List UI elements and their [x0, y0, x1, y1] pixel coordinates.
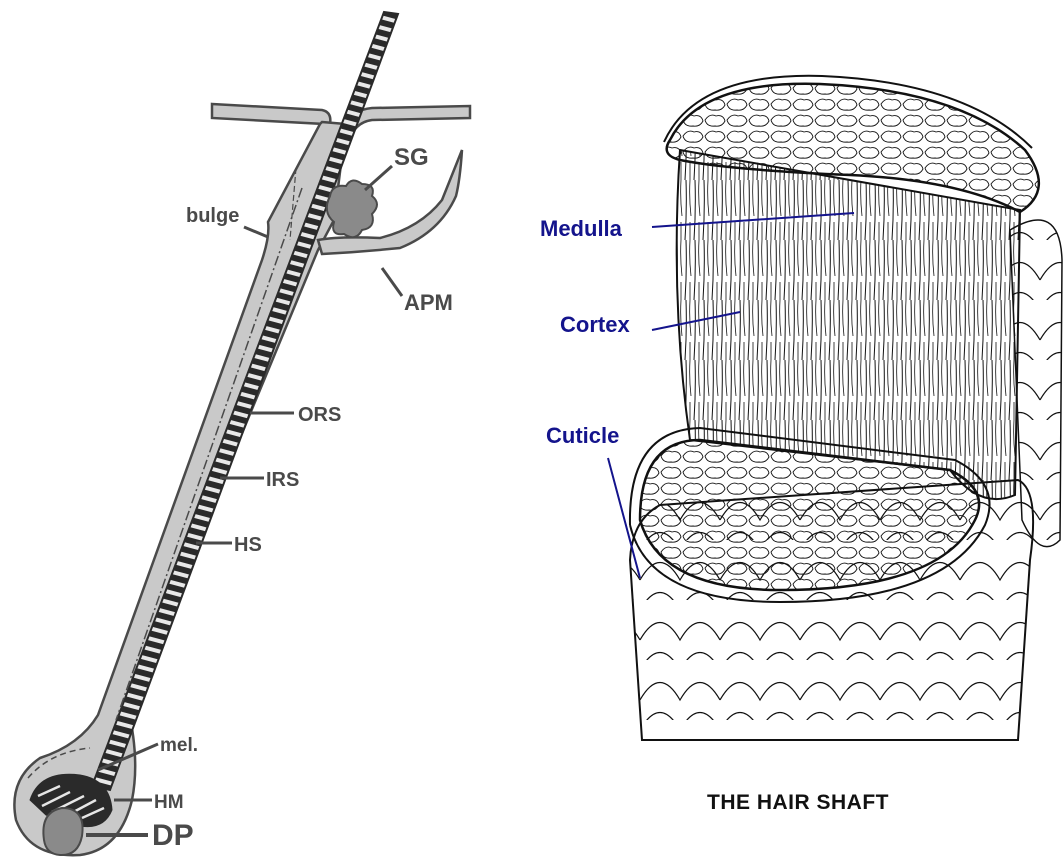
label-hs: HS	[234, 534, 262, 556]
label-dp: DP	[152, 819, 194, 852]
label-bulge: bulge	[186, 205, 239, 227]
label-cortex: Cortex	[560, 312, 630, 337]
figure-caption: THE HAIR SHAFT	[707, 791, 889, 814]
label-sg: SG	[394, 144, 429, 171]
hair-shaft-diagram: Medulla Cortex Cuticle THE HAIR SHAFT	[540, 76, 1062, 814]
label-ors: ORS	[298, 404, 341, 426]
label-irs: IRS	[266, 469, 299, 491]
label-medulla: Medulla	[540, 216, 623, 241]
dermal-papilla	[43, 808, 82, 855]
label-mel: mel.	[160, 735, 198, 756]
apm-leader	[382, 268, 402, 296]
label-apm: APM	[404, 290, 453, 315]
hair-shaft-dark	[92, 12, 398, 790]
sg-leader	[365, 166, 392, 190]
sebaceous-gland	[327, 180, 377, 237]
label-hm: HM	[154, 792, 184, 813]
hair-follicle-diagram: SG bulge APM ORS IRS HS mel. HM DP	[14, 12, 470, 855]
label-cuticle: Cuticle	[546, 423, 619, 448]
bulge-leader	[244, 227, 268, 237]
